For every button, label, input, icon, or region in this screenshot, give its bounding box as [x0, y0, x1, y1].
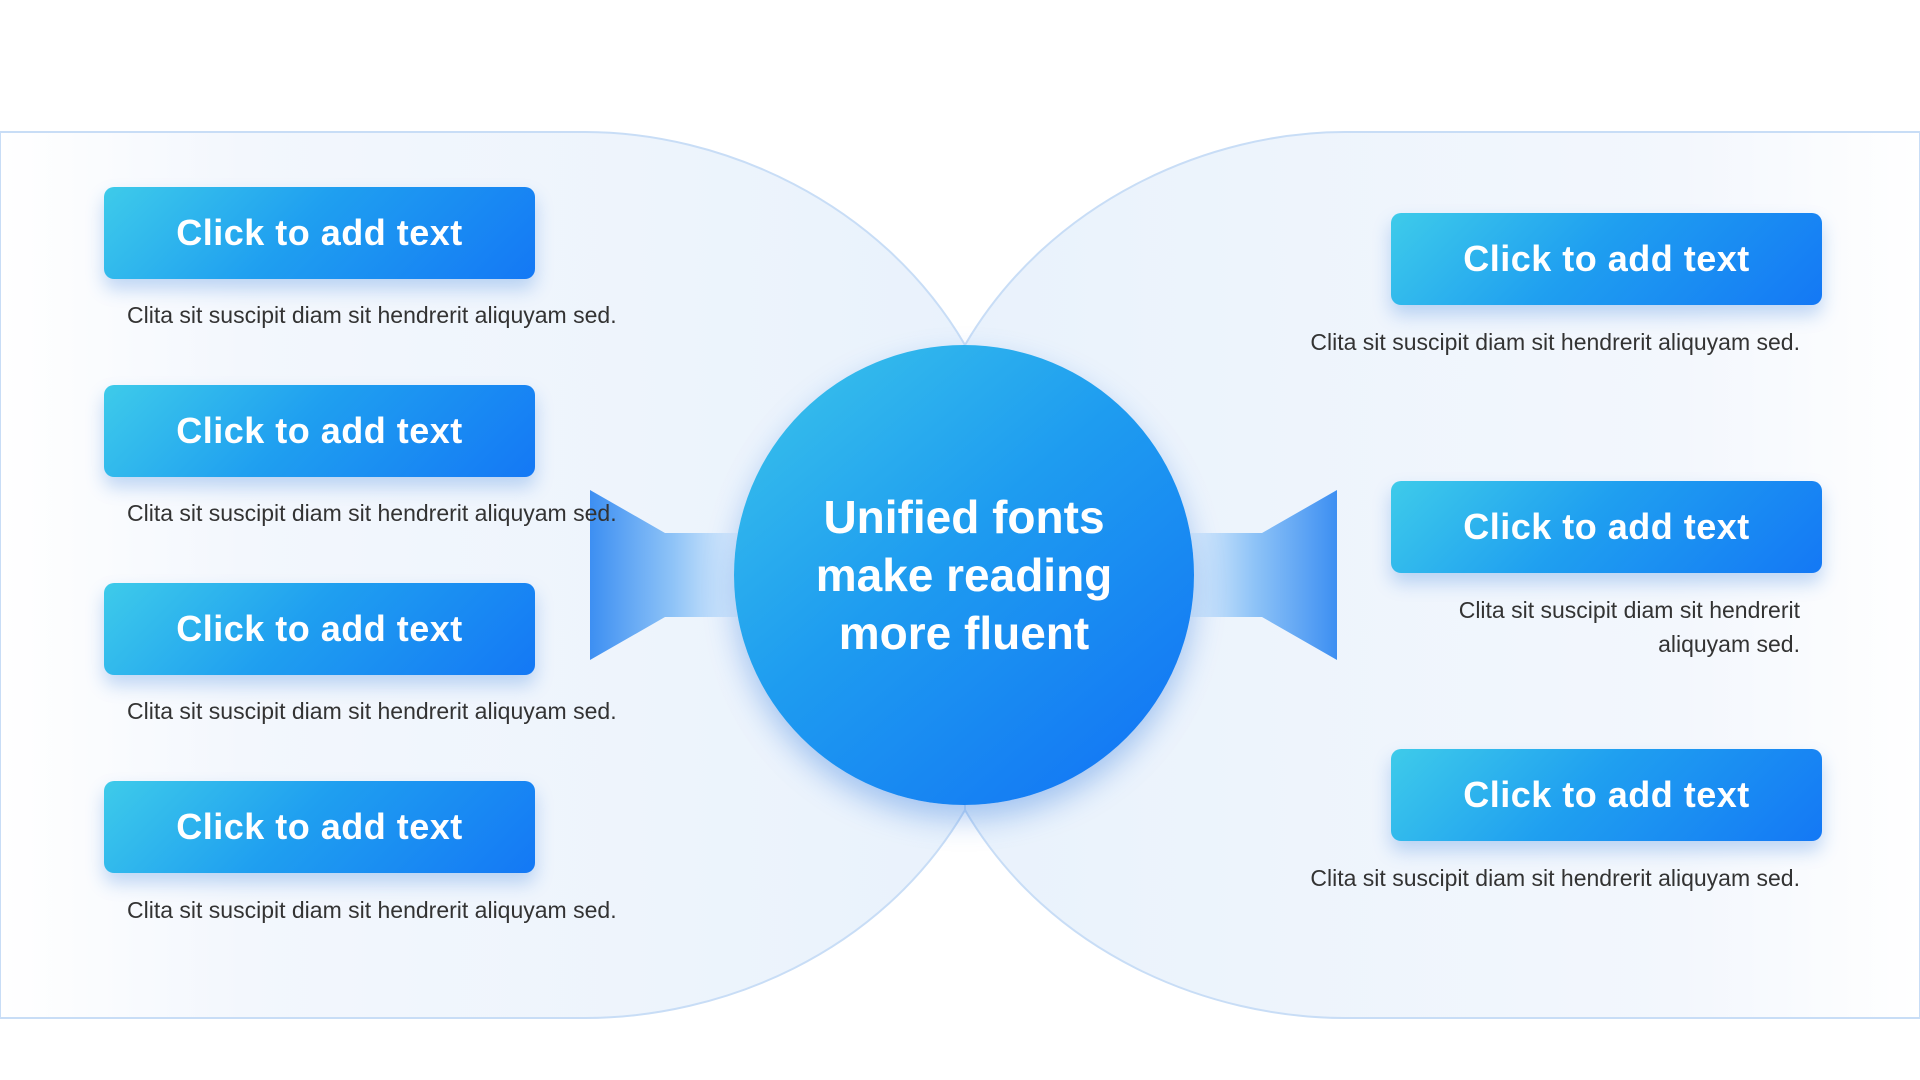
left-item-2-description: Clita sit suscipit diam sit hendrerit al… — [127, 500, 617, 526]
arrow-left-icon — [590, 490, 740, 660]
left-item-3-button[interactable]: Click to add text — [104, 583, 535, 675]
left-item-2-button[interactable]: Click to add text — [104, 385, 535, 477]
center-circle[interactable]: Unified fonts make reading more fluent — [734, 345, 1194, 805]
right-item-1-description: Clita sit suscipit diam sit hendrerit al… — [1310, 329, 1800, 355]
right-item-3-description: Clita sit suscipit diam sit hendrerit al… — [1310, 865, 1800, 891]
right-item-2-description: Clita sit suscipit diam sit hendrerit al… — [1458, 597, 1800, 657]
right-item-2-button[interactable]: Click to add text — [1391, 481, 1822, 573]
left-item-4-button[interactable]: Click to add text — [104, 781, 535, 873]
arrow-right-icon — [1187, 490, 1337, 660]
right-item-3-button[interactable]: Click to add text — [1391, 749, 1822, 841]
center-title: Unified fonts make reading more fluent — [815, 491, 1113, 659]
left-item-4-description: Clita sit suscipit diam sit hendrerit al… — [127, 897, 617, 923]
left-item-1-button[interactable]: Click to add text — [104, 187, 535, 279]
left-item-3-description: Clita sit suscipit diam sit hendrerit al… — [127, 698, 617, 724]
left-item-1-description: Clita sit suscipit diam sit hendrerit al… — [127, 302, 617, 328]
right-item-1-button[interactable]: Click to add text — [1391, 213, 1822, 305]
